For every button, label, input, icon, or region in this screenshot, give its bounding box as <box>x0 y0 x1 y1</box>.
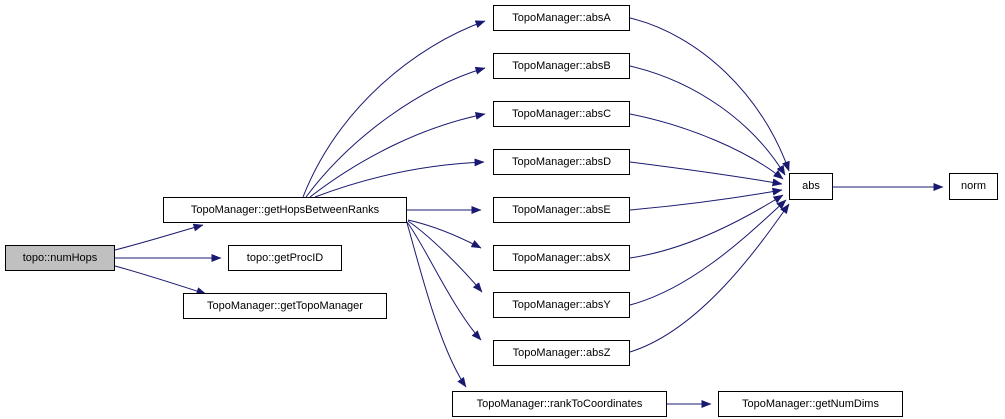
edge-absz-abs <box>629 203 790 353</box>
edge-absc-abs <box>629 113 784 180</box>
node-topomanager-absx[interactable]: TopoManager::absX <box>493 245 630 271</box>
edge-gethops-absx <box>407 219 482 249</box>
edge-absd-abs <box>629 161 783 187</box>
edge-gethops-ranktocoordinates <box>406 222 467 388</box>
edge-numhops-gethops <box>114 223 204 251</box>
node-topo-getprocid[interactable]: topo::getProcID <box>228 245 342 271</box>
node-topomanager-gethopsbetweenranks[interactable]: TopoManager::getHopsBetweenRanks <box>163 197 407 223</box>
node-topomanager-gettopomanager[interactable]: TopoManager::getTopoManager <box>183 293 387 319</box>
node-topo-numhops[interactable]: topo::numHops <box>5 245 115 271</box>
edge-gethops-absc <box>309 111 486 198</box>
edge-gethops-absd <box>314 158 485 198</box>
node-topomanager-absd[interactable]: TopoManager::absD <box>493 149 630 175</box>
edge-absx-abs <box>629 194 784 259</box>
node-norm[interactable]: norm <box>949 173 998 200</box>
node-topomanager-absc[interactable]: TopoManager::absC <box>493 101 630 127</box>
node-topomanager-ranktocoordinates[interactable]: TopoManager::rankToCoordinates <box>452 391 667 417</box>
node-topomanager-absy[interactable]: TopoManager::absY <box>493 292 630 318</box>
edge-numhops-gettopomanager <box>114 265 207 295</box>
edge-absa-abs <box>629 17 790 172</box>
node-topomanager-abse[interactable]: TopoManager::absE <box>493 197 630 223</box>
edge-absb-abs <box>629 65 786 176</box>
edge-gethops-absa <box>302 20 486 198</box>
node-abs[interactable]: abs <box>789 173 833 200</box>
edge-gethops-absz <box>406 221 482 341</box>
node-topomanager-absb[interactable]: TopoManager::absB <box>493 53 630 79</box>
node-topomanager-absz[interactable]: TopoManager::absZ <box>493 340 630 366</box>
edge-absy-abs <box>629 199 787 306</box>
edge-gethops-absy <box>407 220 483 293</box>
node-topomanager-absa[interactable]: TopoManager::absA <box>493 5 630 31</box>
edge-abse-abs <box>629 187 783 211</box>
edge-gethops-absb <box>305 66 486 198</box>
node-topomanager-getnumdims[interactable]: TopoManager::getNumDims <box>718 391 903 417</box>
